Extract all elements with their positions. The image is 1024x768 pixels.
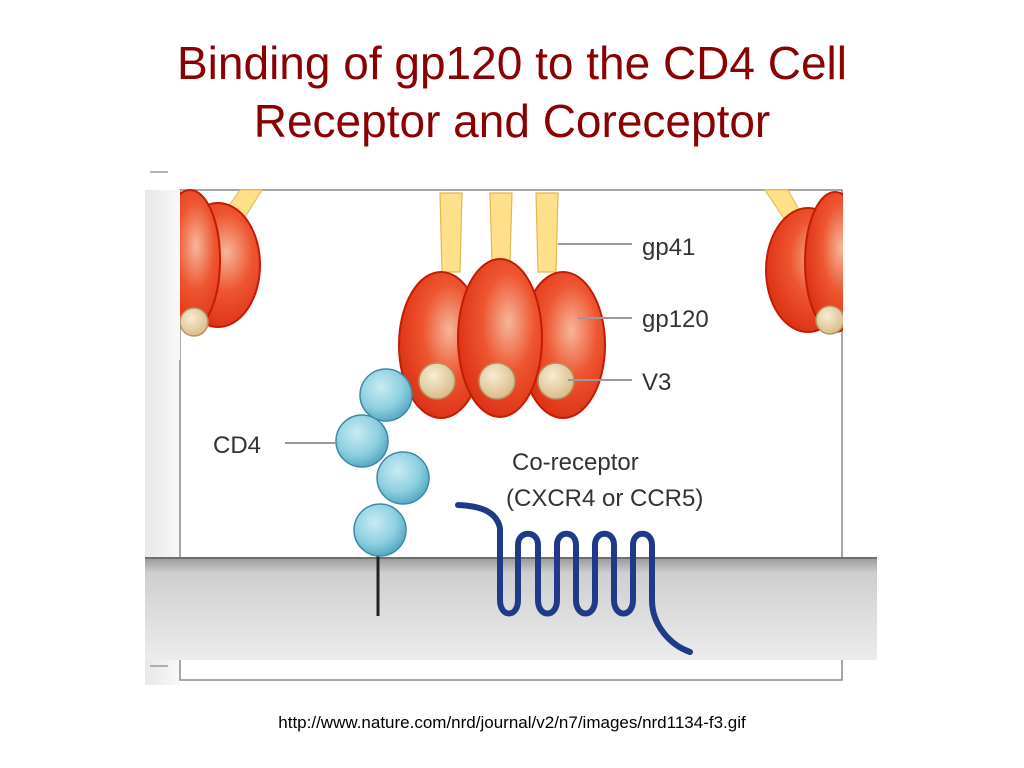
- label-coreceptor-line1: Co-receptor: [512, 449, 639, 476]
- leader-lines: [285, 243, 632, 444]
- title-line-2: Receptor and Coreceptor: [253, 95, 771, 147]
- label-gp120: gp120: [642, 306, 709, 333]
- gp41-stalks: [439, 192, 559, 273]
- gp120-trimer-right: [764, 188, 880, 368]
- coreceptor: [455, 502, 693, 655]
- label-gp41: gp41: [642, 234, 695, 261]
- hiv-binding-diagram: gp41 gp120 V3 CD4 Co-receptor (CXCR4 or …: [145, 171, 880, 685]
- title-line-1: Binding of gp120 to the CD4 Cell: [177, 37, 847, 89]
- cd4-receptor: [335, 368, 430, 616]
- label-cd4: CD4: [213, 432, 261, 459]
- slide-title: Binding of gp120 to the CD4 Cell Recepto…: [0, 34, 1024, 150]
- cell-membrane: [145, 557, 877, 660]
- source-url: http://www.nature.com/nrd/journal/v2/n7/…: [278, 713, 746, 732]
- gp120-trimer-left: [145, 189, 263, 360]
- v3-loops: [418, 362, 575, 400]
- label-coreceptor-line2: (CXCR4 or CCR5): [506, 485, 703, 512]
- label-v3: V3: [642, 369, 671, 396]
